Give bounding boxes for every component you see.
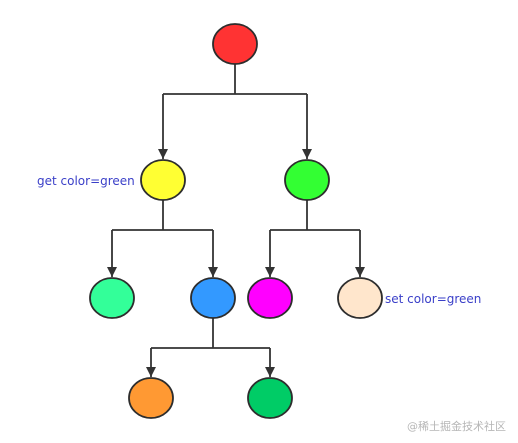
node-right-child: [284, 159, 330, 201]
node-right-right-grandchild: [337, 277, 383, 319]
watermark-label: @稀土掘金技术社区: [407, 420, 506, 433]
get-color-annotation: get color=green: [37, 174, 135, 188]
node-left-left-grandchild: [89, 277, 135, 319]
nodes-layer: [89, 23, 383, 419]
node-root: [212, 23, 258, 65]
node-great-grandchild-right: [247, 377, 293, 419]
set-color-annotation: set color=green: [385, 292, 482, 306]
edges-layer: [107, 64, 365, 377]
node-left-right-grandchild: [190, 277, 236, 319]
node-right-left-grandchild: [247, 277, 293, 319]
node-left-child: [140, 159, 186, 201]
node-great-grandchild-left: [128, 377, 174, 419]
